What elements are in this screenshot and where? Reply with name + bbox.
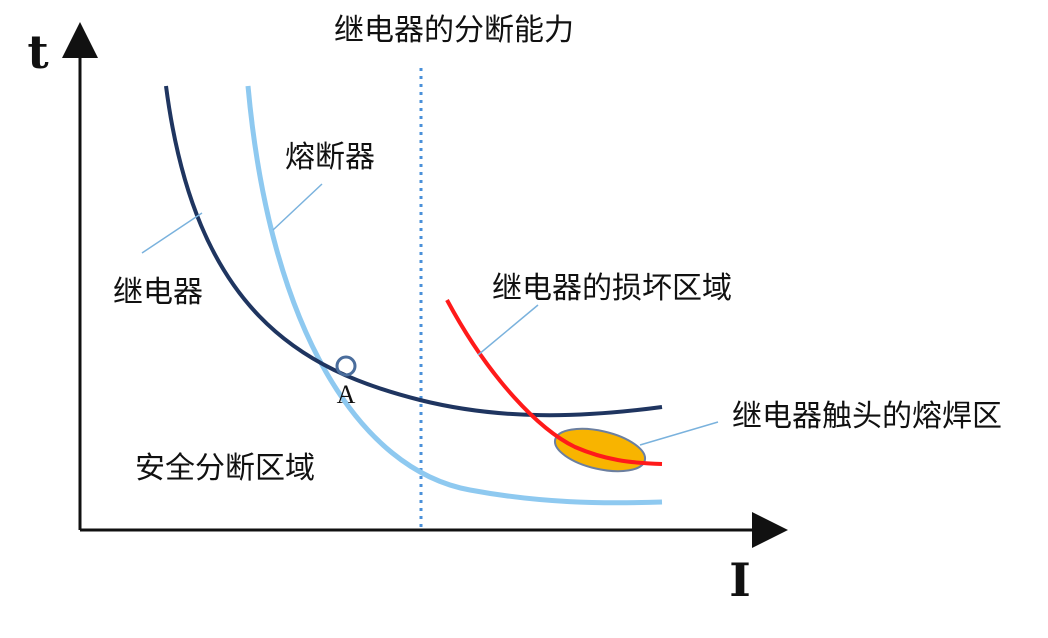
fuse-curve: [245, 85, 663, 506]
y-axis-label: t: [27, 25, 49, 79]
relay-damage-curve: [445, 299, 663, 466]
relay-curve: [164, 85, 663, 418]
diagram-title: 继电器的分断能力: [334, 13, 574, 48]
weld-zone-leader-line: [639, 421, 719, 446]
fuse-label: 熔断器: [285, 140, 375, 175]
weld-zone-ellipse: [553, 427, 647, 473]
relay-leader-line: [141, 212, 203, 254]
safe-zone-label: 安全分断区域: [135, 451, 315, 486]
damage-zone-leader-line: [477, 304, 539, 356]
relay-label: 继电器: [113, 275, 203, 310]
x-axis-label: I: [729, 553, 751, 607]
fuse-leader-line: [272, 183, 323, 231]
relay-damage-zone-label: 继电器的损坏区域: [492, 271, 732, 306]
point-a-label: A: [337, 380, 356, 409]
contact-weld-zone-label: 继电器触头的熔焊区: [732, 399, 1002, 434]
point-a-marker: [335, 355, 357, 377]
